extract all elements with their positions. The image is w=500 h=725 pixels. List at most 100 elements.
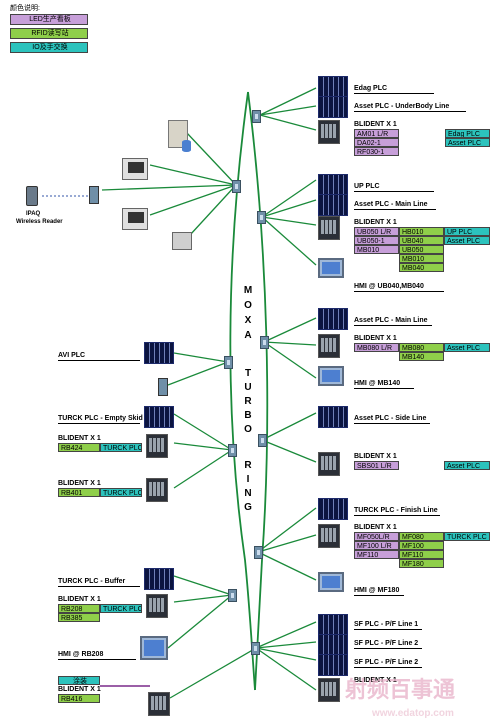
plc-icon — [318, 174, 348, 196]
tag-io: Asset PLC — [444, 236, 490, 245]
ring-letter: A — [244, 330, 252, 341]
tag-rfid: MF100 — [399, 541, 444, 550]
plc-icon — [144, 568, 174, 590]
tag-rfid: UB050 — [399, 245, 444, 254]
plc-icon — [318, 634, 348, 656]
legend-led: LED生产看板 — [10, 14, 88, 25]
tag-led: DA02-1 — [354, 138, 399, 147]
blident-rack-icon — [318, 216, 340, 240]
blident-rack-icon — [148, 692, 170, 716]
blident-title: BLIDENT X 1 — [58, 686, 101, 693]
plc-icon — [318, 654, 348, 676]
plc-icon — [318, 614, 348, 636]
turck-empty-label: TURCK PLC - Empty Skid — [58, 415, 143, 422]
tag-rfid: MB140 — [399, 352, 444, 361]
tag-rfid: UB040 — [399, 236, 444, 245]
asset-underbody-label: Asset PLC - UnderBody Line — [354, 103, 450, 110]
tag-io: UP PLC — [444, 227, 490, 236]
hmi-icon — [318, 366, 344, 386]
blident-title: BLIDENT X 1 — [58, 480, 101, 487]
ring-letter: O — [244, 424, 252, 435]
tag-rfid: HB010 — [399, 227, 444, 236]
plc-icon — [318, 308, 348, 330]
asset-side-label: Asset PLC - Side Line — [354, 415, 427, 422]
avi-plc-label: AVI PLC — [58, 352, 86, 359]
hmi-mb140-label: HMI @ MB140 — [354, 380, 401, 387]
plc-icon — [318, 406, 348, 428]
sf2-label: SF PLC - P/F Line 2 — [354, 640, 419, 647]
turck-finish-label: TURCK PLC - Finish Line — [354, 507, 438, 514]
up-plc-label: UP PLC — [354, 183, 380, 190]
pda-icon — [26, 186, 38, 206]
access-point-icon — [158, 378, 168, 396]
tag-rfid: RB385 — [58, 613, 100, 622]
legend-rfid: RFID读写站 — [10, 28, 88, 39]
tag-io: Asset PLC — [444, 461, 490, 470]
hmi-ub-label: HMI @ UB040,MB040 — [354, 283, 424, 290]
hmi-rb208-label: HMI @ RB208 — [58, 651, 104, 658]
tag-led: MB080 L/R — [354, 343, 399, 352]
plc-icon — [144, 406, 174, 428]
ring-switch — [232, 180, 241, 193]
tag-led: MF050L/R — [354, 532, 399, 541]
ring-letter: M — [243, 285, 253, 296]
ring-switch — [228, 444, 237, 457]
ring-switch — [251, 642, 260, 655]
pc-icon — [122, 208, 148, 230]
tag-rfid: RB424 — [58, 443, 100, 452]
tag-led: AM01 L/R — [354, 129, 399, 138]
tag-io: TURCK PLC — [100, 488, 142, 497]
asset-main2-label: Asset PLC - Main Line — [354, 317, 428, 324]
tag-io: 涂装 — [58, 676, 100, 685]
tag-rfid: MF080 — [399, 532, 444, 541]
blident-rack-icon — [318, 334, 340, 358]
blident-rack-icon — [318, 678, 340, 702]
ring-switch — [228, 589, 237, 602]
ring-letter: G — [244, 502, 252, 513]
blident-title: BLIDENT X 1 — [354, 121, 397, 128]
access-point-icon — [89, 186, 99, 204]
tag-io: TURCK PLC — [444, 532, 490, 541]
sf3-label: SF PLC - P/F Line 2 — [354, 659, 419, 666]
tag-io: Asset PLC — [444, 343, 490, 352]
ring-letter: R — [244, 396, 252, 407]
blident-rack-icon — [146, 478, 168, 502]
tag-led: SBS01 L/R — [354, 461, 399, 470]
tag-rfid: MB010 — [399, 254, 444, 263]
blident-title: BLIDENT X 1 — [58, 596, 101, 603]
ring-letter: O — [244, 300, 252, 311]
blident-title: BLIDENT X 1 — [354, 677, 397, 684]
ring-letter: I — [246, 474, 250, 485]
turck-buffer-label: TURCK PLC - Buffer — [58, 578, 126, 585]
ring-switch — [252, 110, 261, 123]
edag-plc-label: Edag PLC — [354, 85, 388, 92]
asset-main-label: Asset PLC - Main Line — [354, 201, 428, 208]
tag-rfid: MB040 — [399, 263, 444, 272]
tag-led: MB010 — [354, 245, 399, 254]
legend-title: 颜色说明: — [10, 5, 40, 12]
tag-led: UB050 L/R — [354, 227, 399, 236]
blident-title: BLIDENT X 1 — [58, 435, 101, 442]
tag-rfid: RB208 — [58, 604, 100, 613]
tag-led: MF100 L/R — [354, 541, 399, 550]
tag-io: Asset PLC — [445, 138, 490, 147]
tag-io: TURCK PLC — [100, 604, 142, 613]
tag-rfid: MF110 — [399, 550, 444, 559]
tag-led: RF030-1 — [354, 147, 399, 156]
ipaq-caption: Wireless Reader — [16, 219, 63, 225]
ring-letter: X — [244, 315, 252, 326]
blident-rack-icon — [146, 594, 168, 618]
plc-icon — [318, 498, 348, 520]
blident-title: BLIDENT X 1 — [354, 219, 397, 226]
watermark-url: www.edatop.com — [372, 708, 454, 719]
tag-io: TURCK PLC — [100, 443, 142, 452]
tag-io: Edag PLC — [445, 129, 490, 138]
plc-icon — [318, 76, 348, 98]
hmi-mf180-label: HMI @ MF180 — [354, 587, 400, 594]
legend-io: IO及手交换 — [10, 42, 88, 53]
ring-letter: T — [244, 368, 252, 379]
hmi-icon — [318, 572, 344, 592]
ring-letter: R — [244, 460, 252, 471]
plc-icon — [144, 342, 174, 364]
sf1-label: SF PLC - P/F Line 1 — [354, 621, 419, 628]
